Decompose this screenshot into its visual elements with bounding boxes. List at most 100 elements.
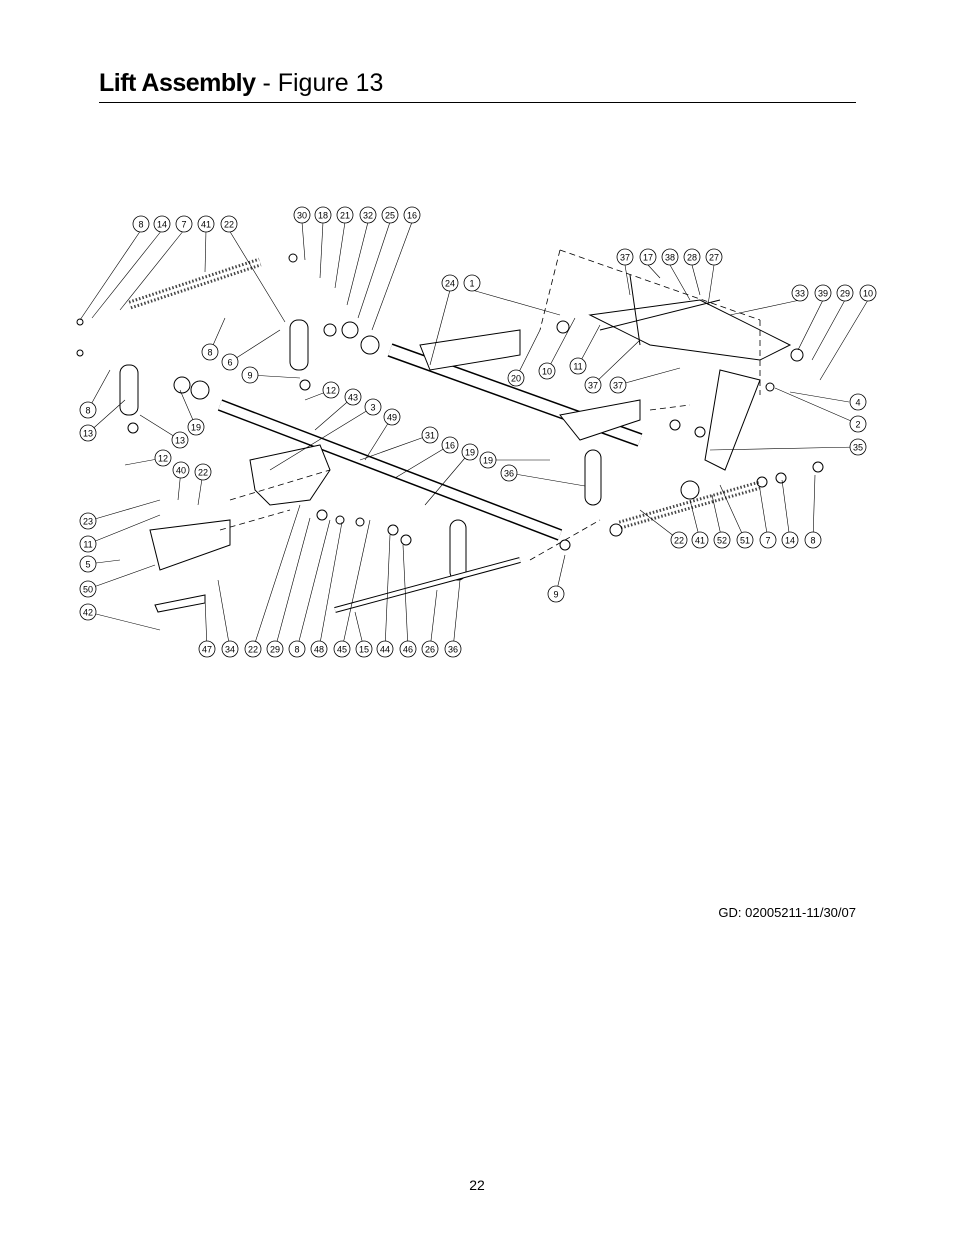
svg-text:34: 34 <box>225 645 235 655</box>
callout: 4 <box>849 393 867 411</box>
svg-text:40: 40 <box>176 466 186 476</box>
callout: 37 <box>616 248 634 266</box>
callout: 19 <box>461 443 479 461</box>
svg-text:8: 8 <box>85 406 90 416</box>
svg-text:43: 43 <box>348 393 358 403</box>
svg-text:51: 51 <box>740 536 750 546</box>
callout: 28 <box>683 248 701 266</box>
svg-text:30: 30 <box>297 211 307 221</box>
callout: 12 <box>154 449 172 467</box>
svg-text:32: 32 <box>363 211 373 221</box>
svg-text:7: 7 <box>181 220 186 230</box>
svg-text:26: 26 <box>425 645 435 655</box>
svg-text:10: 10 <box>542 367 552 377</box>
svg-text:29: 29 <box>840 289 850 299</box>
mount-plate-left <box>149 519 231 613</box>
callout: 12 <box>322 381 340 399</box>
callout: 15 <box>355 640 373 658</box>
svg-text:45: 45 <box>337 645 347 655</box>
lift-arm-right <box>588 274 792 361</box>
svg-text:24: 24 <box>445 279 455 289</box>
bracket-center <box>249 329 641 506</box>
svg-text:12: 12 <box>326 386 336 396</box>
svg-text:13: 13 <box>83 429 93 439</box>
svg-text:42: 42 <box>83 608 93 618</box>
callout: 51 <box>736 531 754 549</box>
svg-text:36: 36 <box>448 645 458 655</box>
hardware <box>76 253 824 551</box>
callout: 41 <box>197 215 215 233</box>
vertical-links <box>119 319 761 581</box>
callout: 14 <box>781 531 799 549</box>
svg-text:25: 25 <box>385 211 395 221</box>
page-number: 22 <box>469 1177 485 1193</box>
callout: 30 <box>293 206 311 224</box>
callout: 29 <box>266 640 284 658</box>
svg-text:52: 52 <box>717 536 727 546</box>
callout: 35 <box>849 438 867 456</box>
title-rule <box>99 102 856 103</box>
callout: 18 <box>314 206 332 224</box>
svg-text:2: 2 <box>855 420 860 430</box>
callout: 24 <box>441 274 459 292</box>
callout: 13 <box>171 431 189 449</box>
svg-text:23: 23 <box>83 517 93 527</box>
callout: 27 <box>705 248 723 266</box>
svg-text:16: 16 <box>407 211 417 221</box>
callout: 45 <box>333 640 351 658</box>
callout: 9 <box>241 366 259 384</box>
callout: 52 <box>713 531 731 549</box>
svg-text:7: 7 <box>765 536 770 546</box>
callouts: 8 14 7 41 22 30 18 21 32 25 16 37 17 38 … <box>79 206 877 658</box>
page-title: Lift Assembly - Figure 13 <box>99 68 383 98</box>
spring-upper-left <box>128 257 262 310</box>
callout: 42 <box>79 603 97 621</box>
svg-text:17: 17 <box>643 253 653 263</box>
callout: 47 <box>198 640 216 658</box>
svg-text:15: 15 <box>359 645 369 655</box>
svg-text:14: 14 <box>785 536 795 546</box>
svg-text:6: 6 <box>227 358 232 368</box>
callout: 41 <box>691 531 709 549</box>
svg-text:48: 48 <box>314 645 324 655</box>
svg-text:28: 28 <box>687 253 697 263</box>
svg-text:12: 12 <box>158 454 168 464</box>
svg-text:35: 35 <box>853 443 863 453</box>
callout: 43 <box>344 388 362 406</box>
svg-text:10: 10 <box>863 289 873 299</box>
callout: 5 <box>79 555 97 573</box>
callout: 19 <box>479 451 497 469</box>
svg-text:37: 37 <box>588 381 598 391</box>
title-rest: - Figure 13 <box>255 69 384 97</box>
title-bold: Lift Assembly <box>99 69 256 97</box>
svg-text:4: 4 <box>855 398 860 408</box>
svg-text:3: 3 <box>370 403 375 413</box>
svg-text:13: 13 <box>175 436 185 446</box>
svg-text:9: 9 <box>247 371 252 381</box>
svg-text:29: 29 <box>270 645 280 655</box>
svg-text:16: 16 <box>445 441 455 451</box>
callout: 10 <box>538 362 556 380</box>
svg-text:20: 20 <box>511 374 521 384</box>
callout: 49 <box>383 408 401 426</box>
document-id: GD: 02005211-11/30/07 <box>718 905 856 920</box>
svg-text:9: 9 <box>553 590 558 600</box>
callout: 36 <box>500 464 518 482</box>
svg-text:11: 11 <box>83 540 92 550</box>
svg-text:36: 36 <box>504 469 514 479</box>
callout: 1 <box>463 274 481 292</box>
callout: 22 <box>220 215 238 233</box>
svg-text:21: 21 <box>340 211 350 221</box>
svg-text:31: 31 <box>425 431 435 441</box>
callout: 19 <box>187 418 205 436</box>
callout: 11 <box>569 357 587 375</box>
callout: 14 <box>153 215 171 233</box>
svg-text:19: 19 <box>483 456 493 466</box>
svg-text:37: 37 <box>620 253 630 263</box>
callout: 8 <box>132 215 150 233</box>
svg-text:44: 44 <box>380 645 390 655</box>
callout: 37 <box>584 376 602 394</box>
svg-text:19: 19 <box>191 423 201 433</box>
svg-text:49: 49 <box>387 413 397 423</box>
spring-lower-right <box>618 480 762 530</box>
